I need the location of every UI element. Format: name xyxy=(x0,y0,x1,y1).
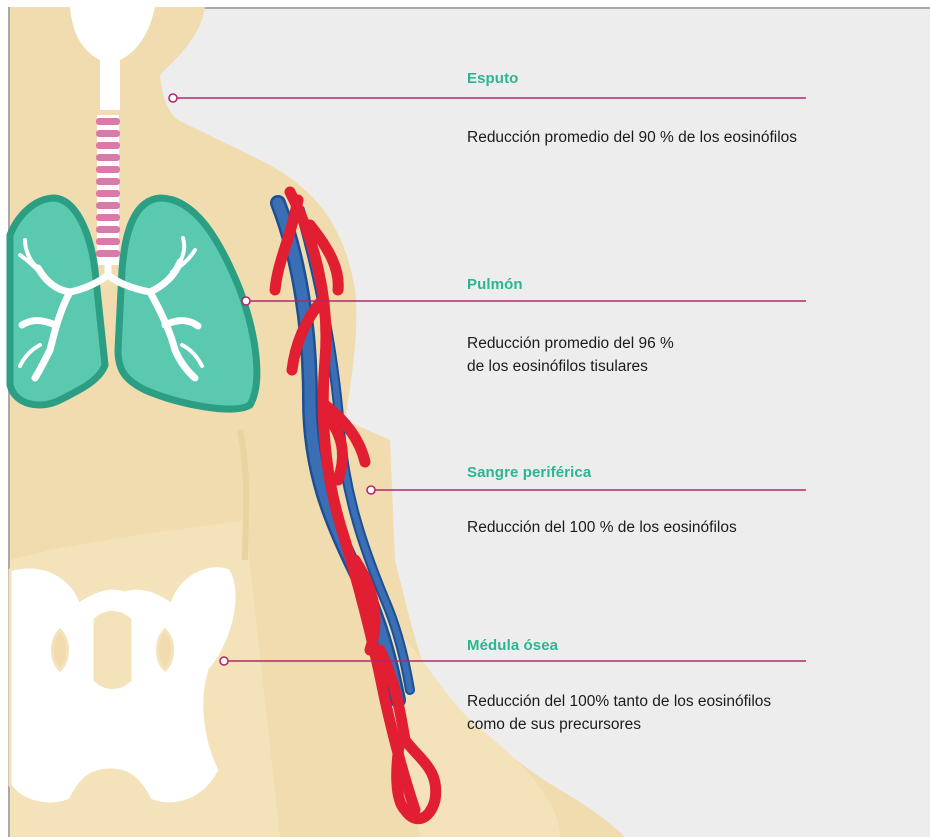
leader-dot-esputo xyxy=(169,94,177,102)
leader-dot-sangre xyxy=(367,486,375,494)
callout-body-pulmon: Reducción promedio del 96 % de los eosin… xyxy=(467,332,674,378)
trachea-icon xyxy=(96,115,120,265)
callout-title-sangre-periferica: Sangre periférica xyxy=(467,464,591,481)
leader-dot-pulmon xyxy=(242,297,250,305)
callout-line: Reducción promedio del 90 % de los eosin… xyxy=(467,126,797,149)
callout-line: como de sus precursores xyxy=(467,713,771,736)
callout-body-esputo: Reducción promedio del 90 % de los eosin… xyxy=(467,126,797,149)
pelvis-bone-icon xyxy=(10,566,237,804)
leader-dot-medula xyxy=(220,657,228,665)
callout-line: Reducción promedio del 96 % xyxy=(467,332,674,355)
callout-title-medula-osea: Médula ósea xyxy=(467,637,558,654)
callout-body-sangre-periferica: Reducción del 100 % de los eosinófilos xyxy=(467,516,737,539)
callout-title-esputo: Esputo xyxy=(467,70,518,87)
callout-line: Reducción del 100 % de los eosinófilos xyxy=(467,516,737,539)
callout-title-pulmon: Pulmón xyxy=(467,276,523,293)
callout-line: de los eosinófilos tisulares xyxy=(467,355,674,378)
callout-line: Reducción del 100% tanto de los eosinófi… xyxy=(467,690,771,713)
callout-body-medula-osea: Reducción del 100% tanto de los eosinófi… xyxy=(467,690,771,736)
